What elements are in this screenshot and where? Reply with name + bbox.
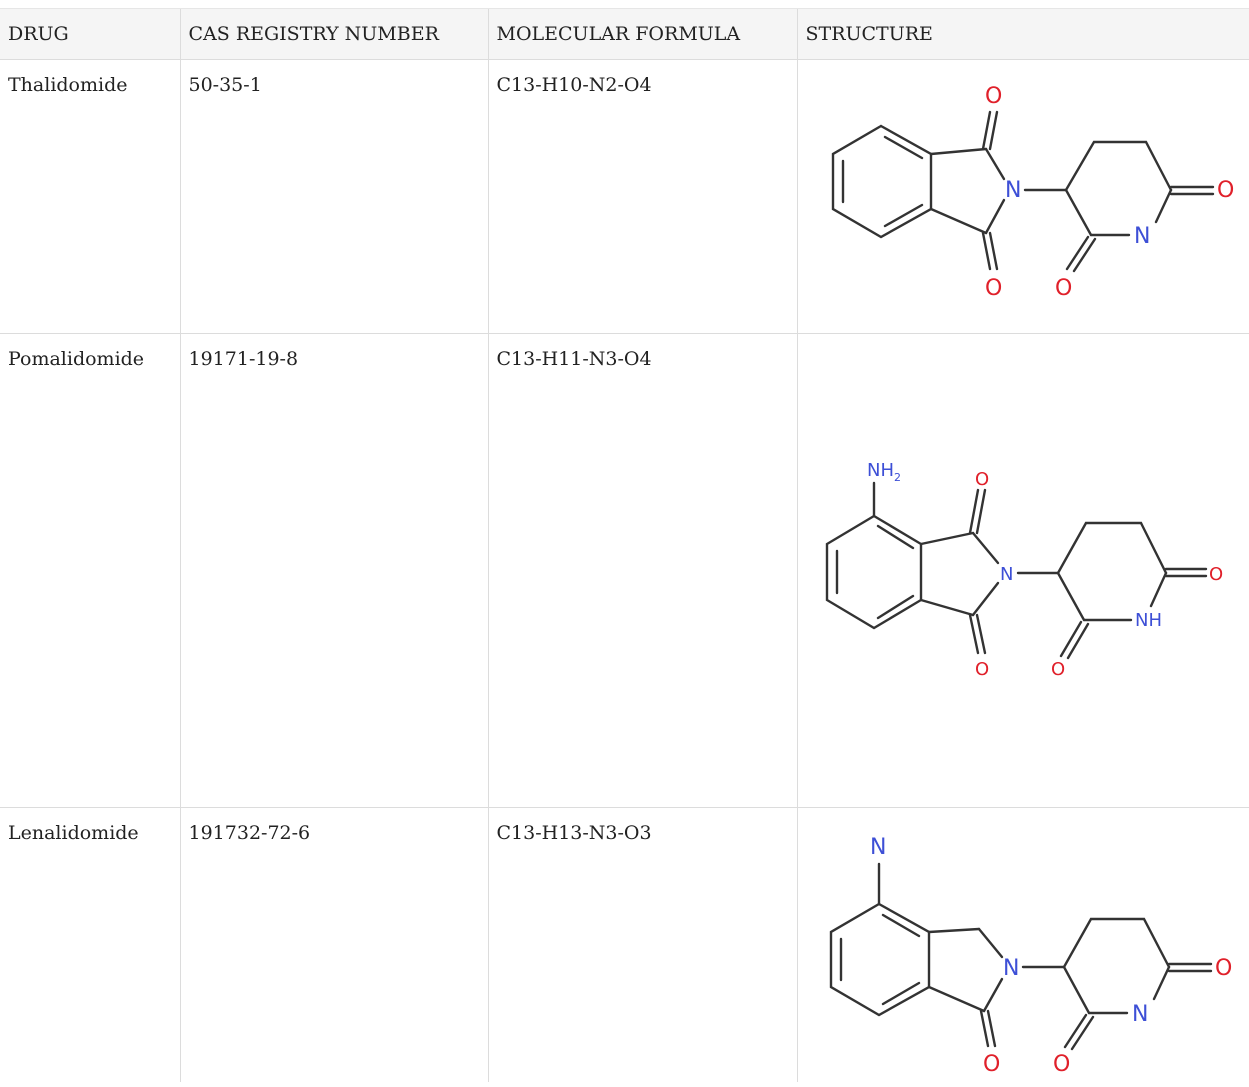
- cas-number: 19171-19-8: [179, 333, 488, 808]
- oxygen-atom: O: [975, 659, 989, 680]
- five-member-ring: [929, 110, 1005, 271]
- glutarimide-ring: [1016, 521, 1207, 660]
- oxygen-atom: O: [1217, 178, 1234, 203]
- cas-number: 191732-72-6: [179, 807, 488, 1082]
- nitrogen-atom: N: [1003, 956, 1019, 981]
- table-body: Thalidomide 50-35-1 C13-H10-N2-O4: [0, 59, 1249, 1082]
- benzene-ring: [825, 514, 922, 630]
- header-drug: DRUG: [0, 8, 180, 60]
- five-member-ring: [927, 927, 1003, 1048]
- cas-number: 50-35-1: [179, 59, 488, 334]
- drug-table: DRUG CAS REGISTRY NUMBER MOLECULAR FORMU…: [0, 8, 1249, 1082]
- oxygen-atom: O: [1215, 956, 1232, 981]
- glutarimide-ring: [1023, 140, 1214, 273]
- oxygen-atom: O: [983, 1052, 1000, 1077]
- benzene-ring: [831, 124, 932, 239]
- oxygen-atom: O: [975, 469, 989, 490]
- table-row: Pomalidomide 19171-19-8 C13-H11-N3-O4: [0, 333, 1249, 808]
- table-row: Lenalidomide 191732-72-6 C13-H13-N3-O3: [0, 807, 1249, 1082]
- header-cas: CAS REGISTRY NUMBER: [179, 8, 488, 60]
- drug-name: Thalidomide: [0, 59, 180, 334]
- nitrogen-atom: N: [870, 835, 886, 860]
- oxygen-atom: O: [985, 276, 1002, 301]
- molecular-formula: C13-H13-N3-O3: [487, 807, 797, 1082]
- header-formula: MOLECULAR FORMULA: [487, 8, 797, 60]
- nitrogen-atom: N: [1134, 224, 1150, 249]
- table-row: Thalidomide 50-35-1 C13-H10-N2-O4: [0, 59, 1249, 334]
- drug-name: Lenalidomide: [8, 822, 139, 844]
- lenalidomide-structure: N N O O N O: [829, 835, 1232, 1077]
- amine-group: NH2: [867, 460, 901, 484]
- oxygen-atom: O: [1055, 276, 1072, 301]
- oxygen-atom: O: [1051, 659, 1065, 680]
- nitrogen-atom: N: [1005, 178, 1021, 203]
- oxygen-atom: O: [1053, 1052, 1070, 1077]
- oxygen-atom: O: [985, 84, 1002, 109]
- molecular-formula: C13-H11-N3-O4: [487, 333, 797, 808]
- nitrogen-atom: N: [1132, 1002, 1148, 1027]
- benzene-ring: [829, 902, 930, 1017]
- structure-cell: O O N O N O: [796, 59, 1249, 334]
- header-row: DRUG CAS REGISTRY NUMBER MOLECULAR FORMU…: [0, 8, 1249, 60]
- structure-cell: N N O O N O: [796, 807, 1249, 1082]
- thalidomide-structure: O O N O N O: [831, 84, 1234, 301]
- nitrogen-atom: N: [1000, 564, 1013, 585]
- five-member-ring: [919, 488, 999, 655]
- pomalidomide-structure: NH2 O O N O NH O: [825, 460, 1223, 680]
- header-structure: STRUCTURE: [796, 8, 1249, 60]
- drug-name: Pomalidomide: [0, 333, 180, 808]
- glutarimide-ring: [1021, 917, 1212, 1051]
- nitrogen-atom: NH: [1135, 610, 1162, 631]
- structure-cell: NH2 O O N O NH O: [796, 333, 1249, 808]
- molecular-formula: C13-H10-N2-O4: [487, 59, 797, 334]
- table-header: DRUG CAS REGISTRY NUMBER MOLECULAR FORMU…: [0, 8, 1249, 60]
- oxygen-atom: O: [1209, 564, 1223, 585]
